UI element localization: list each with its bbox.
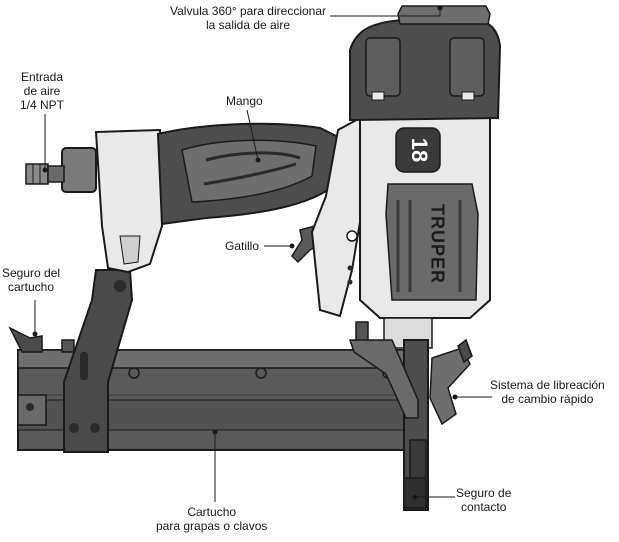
label-trigger-line1: Gatillo bbox=[225, 239, 260, 253]
exhaust-valve bbox=[397, 5, 491, 25]
label-cartridge-line1: Cartucho bbox=[187, 505, 237, 519]
label-release-system: Sistema de libreación de cambio rápido bbox=[490, 378, 605, 406]
top-cap bbox=[349, 16, 502, 122]
label-cartridge-line2: para grapas o clavos bbox=[156, 519, 268, 533]
label-air-inlet-line1: Entrada bbox=[20, 70, 64, 84]
handle-grip bbox=[156, 122, 342, 226]
air-inlet-fitting bbox=[25, 163, 65, 185]
gauge-number: 18 bbox=[407, 138, 432, 162]
label-air-inlet-line3: 1/4 NPT bbox=[20, 98, 65, 112]
label-contact-safety: Seguro de contacto bbox=[456, 486, 511, 514]
label-contact-safety-line1: Seguro de bbox=[456, 486, 512, 500]
rear-cylinder bbox=[61, 128, 164, 274]
label-handle-line1: Mango bbox=[226, 94, 263, 108]
label-cartridge: Cartucho para grapas o clavos bbox=[156, 505, 267, 533]
contact-safety bbox=[403, 477, 427, 509]
brand-logo-text: TRUPER bbox=[427, 204, 447, 284]
label-cartridge-lock: Seguro del cartucho bbox=[2, 266, 60, 294]
leader-lines bbox=[32, 5, 492, 502]
quick-release-lever bbox=[429, 338, 473, 426]
label-release-system-line1: Sistema de libreación bbox=[490, 378, 605, 392]
label-valve-line1: Valvula 360° para direccionar bbox=[170, 4, 326, 18]
label-trigger: Gatillo bbox=[225, 239, 259, 253]
cartridge-lock bbox=[8, 326, 75, 353]
label-handle: Mango bbox=[226, 94, 263, 108]
front-grille bbox=[385, 183, 479, 301]
rear-support bbox=[63, 269, 134, 453]
label-valve-line2: la salida de aire bbox=[205, 18, 291, 32]
label-release-system-line2: de cambio rápido bbox=[501, 392, 594, 406]
label-contact-safety-line2: contacto bbox=[461, 500, 507, 514]
label-air-inlet: Entrada de aire 1/4 NPT bbox=[20, 70, 64, 112]
label-air-inlet-line2: de aire bbox=[23, 84, 61, 98]
label-cartridge-lock-line1: Seguro del bbox=[2, 266, 61, 280]
label-valve: Valvula 360° para direccionar la salida … bbox=[170, 4, 326, 32]
gauge-badge bbox=[395, 127, 441, 173]
label-cartridge-lock-line2: cartucho bbox=[8, 280, 55, 294]
